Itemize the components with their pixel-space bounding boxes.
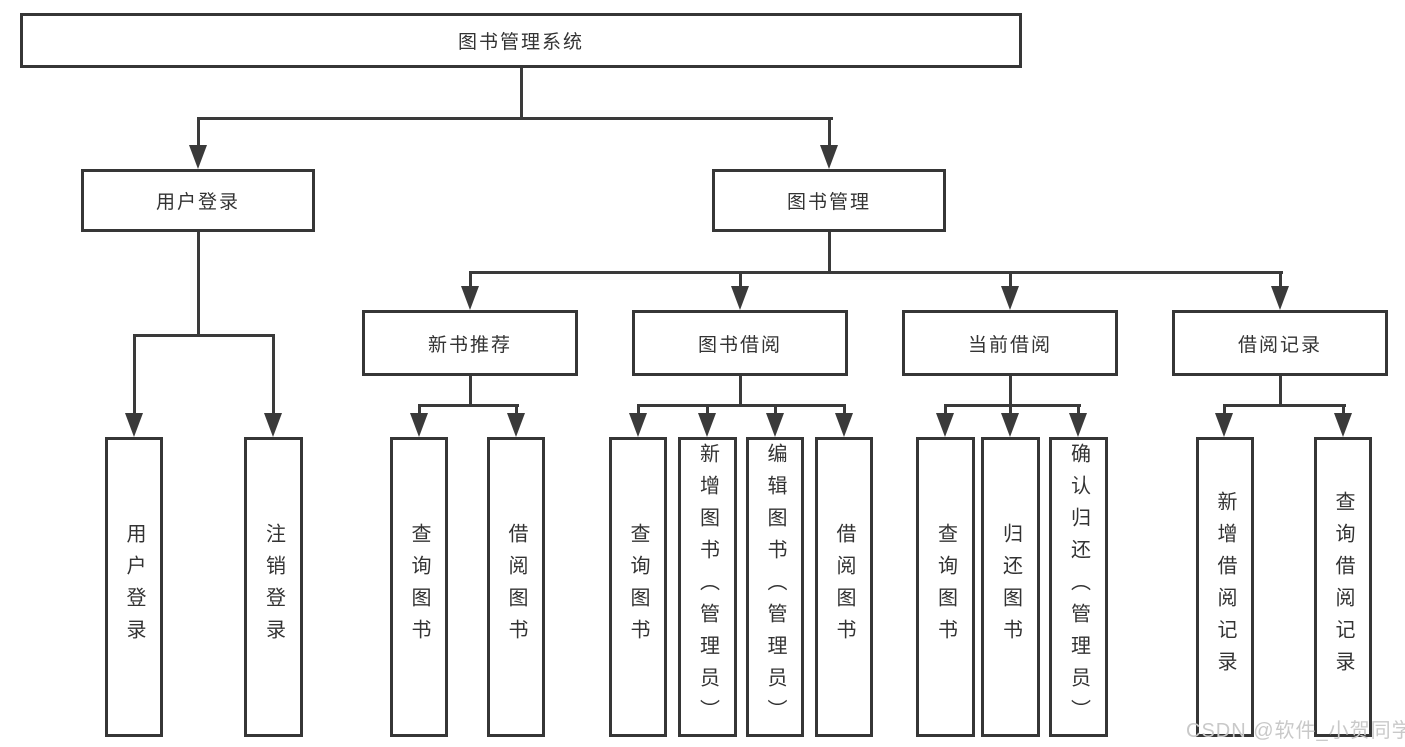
leaf-recommend-query-books: 查询图书 — [390, 437, 448, 737]
leaf-label: 查询图书 — [627, 523, 649, 651]
leaf-current-confirm-return-admin: 确认归还（管理员） — [1049, 437, 1108, 737]
connector-line — [1279, 376, 1282, 406]
node-new-book-recommendation: 新书推荐 — [362, 310, 578, 376]
arrow-down-icon — [835, 413, 853, 437]
arrow-down-icon — [698, 413, 716, 437]
connector-line — [843, 404, 846, 415]
leaf-records-add-record: 新增借阅记录 — [1196, 437, 1254, 737]
arrow-down-icon — [461, 286, 479, 310]
leaf-user-login: 用户登录 — [105, 437, 163, 737]
leaf-label: 借阅图书 — [833, 523, 855, 651]
connector-line — [469, 376, 472, 406]
node-label: 图书管理 — [786, 192, 871, 213]
connector-line — [515, 404, 518, 415]
arrow-down-icon — [629, 413, 647, 437]
arrow-down-icon — [1334, 413, 1352, 437]
leaf-borrow-query-books: 查询图书 — [609, 437, 667, 737]
leaf-label: 新增图书（管理员） — [696, 443, 719, 731]
connector-line — [828, 232, 831, 273]
arrow-down-icon — [264, 413, 282, 437]
node-current-borrowing: 当前借阅 — [902, 310, 1118, 376]
leaf-label: 查询借阅记录 — [1332, 491, 1354, 683]
node-root: 图书管理系统 — [20, 13, 1022, 68]
connector-line — [418, 404, 519, 407]
leaf-label: 查询图书 — [934, 523, 957, 651]
node-label: 图书管理系统 — [457, 32, 584, 53]
connector-line — [774, 404, 777, 415]
node-user-login: 用户登录 — [81, 169, 315, 232]
leaf-label: 借阅图书 — [505, 523, 527, 651]
connector-line — [197, 232, 200, 336]
leaf-current-return-books: 归还图书 — [981, 437, 1040, 737]
node-label: 图书借阅 — [697, 334, 782, 356]
connector-line — [1009, 404, 1012, 415]
leaf-label: 用户登录 — [123, 523, 145, 651]
arrow-down-icon — [507, 413, 525, 437]
connector-line — [197, 117, 833, 120]
connector-line — [1077, 404, 1080, 415]
leaf-records-query-record: 查询借阅记录 — [1314, 437, 1372, 737]
connector-line — [1009, 376, 1012, 406]
connector-line — [1342, 404, 1345, 415]
leaf-current-query-books: 查询图书 — [916, 437, 975, 737]
node-label: 当前借阅 — [967, 334, 1052, 356]
arrow-down-icon — [820, 145, 838, 169]
leaf-label: 确认归还（管理员） — [1067, 443, 1090, 731]
connector-line — [1223, 404, 1226, 415]
connector-line — [1279, 271, 1282, 288]
connector-line — [520, 68, 523, 119]
leaf-borrow-edit-books-admin: 编辑图书（管理员） — [746, 437, 804, 737]
connector-line — [637, 404, 846, 407]
node-label: 新书推荐 — [427, 334, 512, 356]
watermark-text: CSDN @软件_小贺同学 — [1186, 720, 1405, 742]
connector-line — [706, 404, 709, 415]
arrow-down-icon — [1215, 413, 1233, 437]
connector-line — [944, 404, 1081, 407]
connector-line — [944, 404, 947, 415]
node-book-borrowing: 图书借阅 — [632, 310, 848, 376]
node-borrowing-records: 借阅记录 — [1172, 310, 1388, 376]
arrow-down-icon — [125, 413, 143, 437]
connector-line — [1009, 271, 1012, 288]
connector-line — [133, 334, 136, 414]
connector-line — [197, 117, 200, 148]
leaf-label: 注销登录 — [262, 523, 285, 651]
leaf-label: 归还图书 — [999, 523, 1022, 651]
arrow-down-icon — [1001, 286, 1019, 310]
node-book-management: 图书管理 — [712, 169, 946, 232]
arrow-down-icon — [1001, 413, 1019, 437]
node-label: 借阅记录 — [1237, 334, 1322, 356]
arrow-down-icon — [731, 286, 749, 310]
leaf-borrow-borrow-books: 借阅图书 — [815, 437, 873, 737]
arrow-down-icon — [766, 413, 784, 437]
arrow-down-icon — [410, 413, 428, 437]
connector-line — [1223, 404, 1346, 407]
connector-line — [133, 334, 275, 337]
leaf-label: 编辑图书（管理员） — [764, 443, 786, 731]
leaf-label: 查询图书 — [408, 523, 430, 651]
leaf-borrow-add-books-admin: 新增图书（管理员） — [678, 437, 737, 737]
node-label: 用户登录 — [155, 192, 240, 213]
arrow-down-icon — [1069, 413, 1087, 437]
connector-line — [418, 404, 421, 415]
leaf-logout: 注销登录 — [244, 437, 303, 737]
arrow-down-icon — [189, 145, 207, 169]
connector-line — [272, 334, 275, 414]
arrow-down-icon — [1271, 286, 1289, 310]
connector-line — [637, 404, 640, 415]
connector-line — [739, 271, 742, 288]
arrow-down-icon — [936, 413, 954, 437]
connector-line — [469, 271, 472, 288]
leaf-label: 新增借阅记录 — [1214, 491, 1236, 683]
leaf-recommend-borrow-books: 借阅图书 — [487, 437, 545, 737]
connector-line — [739, 376, 742, 406]
connector-line — [469, 271, 1283, 274]
connector-line — [828, 117, 831, 148]
